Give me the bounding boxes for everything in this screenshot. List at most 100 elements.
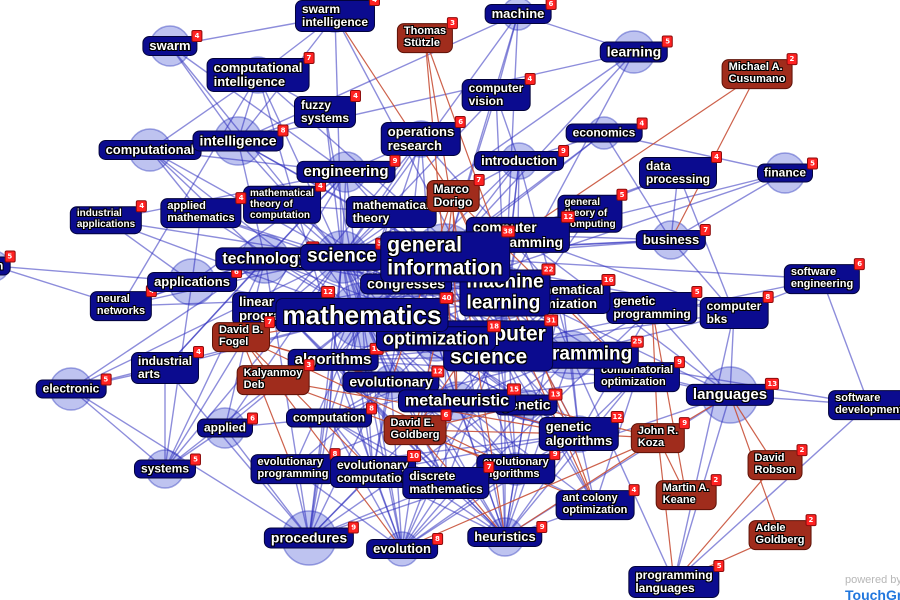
touchgraph-logo[interactable]: TouchGraph	[845, 587, 900, 600]
edge-count-badge-mathematics: 40	[439, 291, 454, 304]
edge-count-badge-computation: 8	[366, 402, 377, 415]
edge-count-badge-systems: 5	[190, 453, 202, 466]
edge-count-badge-industrial-arts: 4	[193, 346, 205, 359]
edge-david-fogel--evolutionary-algorithms	[240, 336, 517, 470]
node-science[interactable]: science34	[300, 237, 389, 271]
edge-david-robson--programming-languages	[673, 464, 776, 583]
edge-count-badge-general-information: 38	[501, 225, 515, 238]
edge-count-badge-industrial-applications: 4	[136, 200, 148, 213]
edge-count-badge-genetic-programming: 5	[691, 286, 703, 299]
edge-swarm--intelligence	[169, 45, 239, 142]
node-computational[interactable]: computational6	[98, 133, 207, 161]
node-neural-networks[interactable]: neural networks4	[89, 285, 158, 321]
node-rch[interactable]: rch5	[0, 250, 16, 276]
edge-count-badge-evolutionary-computation: 10	[407, 450, 421, 463]
edge-count-badge-genetic: 13	[548, 388, 563, 401]
node-mathematical-theory[interactable]: mathematical theory6	[345, 190, 442, 228]
edge-computational-intelligence--neural-networks	[120, 74, 259, 307]
edge-count-badge-marco-dorigo: 7	[473, 174, 485, 187]
edge-count-badge-adele-goldberg: 2	[805, 514, 817, 527]
edge-economics--business	[603, 132, 672, 241]
edge-software-development--programming-languages	[673, 404, 870, 583]
edge-count-badge-economics: 4	[636, 117, 648, 130]
edge-combinatorial-optimization--heuristics	[504, 376, 638, 538]
edge-count-badge-kalyanmoy-deb: 3	[303, 359, 315, 372]
edge-count-badge-electronic: 5	[100, 373, 112, 386]
edge-count-badge-engineering: 9	[389, 154, 401, 167]
edge-count-badge-john-koza: 9	[679, 417, 691, 430]
edge-count-badge-computer-bks: 8	[762, 291, 774, 304]
edge-mathematics--evolutionary-programming	[292, 314, 363, 470]
edge-count-badge-david-robson: 2	[796, 444, 808, 457]
edge-count-badge-operations-research: 6	[455, 115, 467, 128]
powered-by-label: powered by	[845, 574, 900, 586]
edge-count-badge-rch: 5	[4, 250, 16, 263]
node-software-development[interactable]: software development4	[828, 390, 900, 420]
edge-count-badge-ant-colony-optimization: 4	[628, 484, 640, 497]
edge-count-badge-business: 7	[700, 223, 712, 236]
edge-programming--heuristics	[504, 354, 572, 538]
edge-count-badge-combinatorial-optimization: 9	[674, 356, 686, 369]
edge-count-badge-swarm-intelligence: 4	[369, 0, 381, 7]
edge-count-badge-programming-languages: 5	[713, 560, 725, 573]
edge-count-badge-programming: 25	[630, 335, 645, 348]
edge-count-badge-applied: 6	[247, 412, 259, 425]
edge-count-badge-martin-keane: 2	[710, 474, 722, 487]
edge-count-badge-optimization: 18	[487, 320, 501, 333]
edge-software-development--software-engineering	[821, 278, 870, 406]
